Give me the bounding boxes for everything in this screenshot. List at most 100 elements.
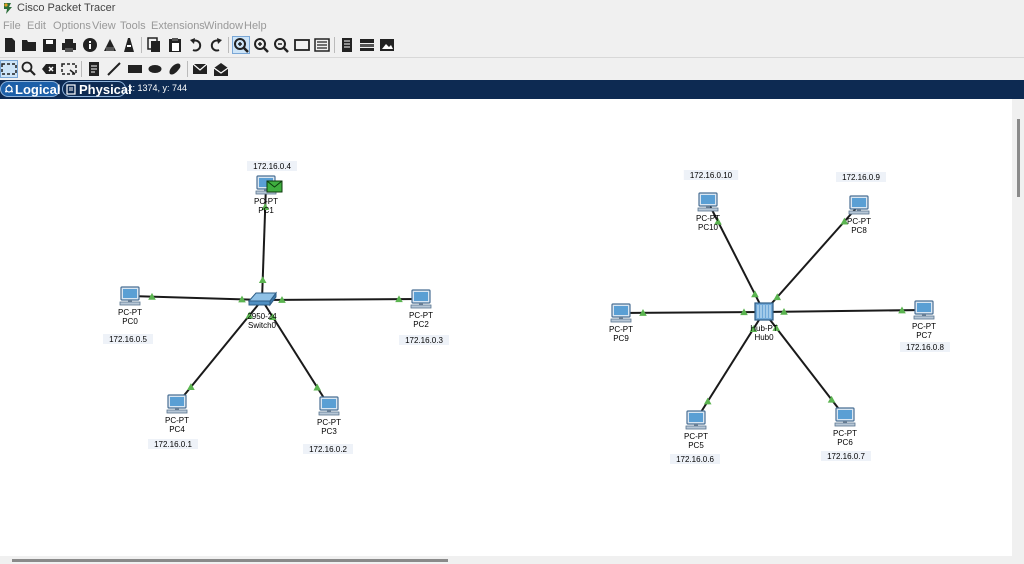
- menu-options[interactable]: Options: [53, 20, 91, 32]
- ip-address-label: 172.16.0.10: [690, 171, 733, 180]
- rectangle-icon[interactable]: [126, 60, 144, 78]
- link-status-up-icon: [751, 290, 759, 298]
- menu-view[interactable]: View: [92, 20, 116, 32]
- menu-help[interactable]: Help: [244, 20, 267, 32]
- horizontal-scrollbar[interactable]: [0, 556, 1012, 564]
- zoom-in-icon[interactable]: [232, 36, 250, 54]
- document-icon[interactable]: [338, 36, 356, 54]
- info-icon[interactable]: [81, 36, 99, 54]
- ip-address-label-bg: [683, 170, 739, 180]
- link-status-up-icon: [258, 276, 267, 284]
- freeform-icon[interactable]: [166, 60, 184, 78]
- menu-file[interactable]: File: [3, 20, 21, 32]
- activity-wizard-icon[interactable]: [101, 36, 119, 54]
- pc-icon: [848, 195, 870, 215]
- zoom-reset-icon[interactable]: [252, 36, 270, 54]
- open-folder-icon[interactable]: [20, 36, 38, 54]
- pdu-envelope-icon[interactable]: [266, 180, 283, 193]
- network-icon[interactable]: [120, 36, 138, 54]
- rectangle-view-icon[interactable]: [293, 36, 311, 54]
- ip-address-label: 172.16.0.2: [309, 445, 347, 454]
- new-file-icon[interactable]: [1, 36, 19, 54]
- link-status-up-icon: [772, 324, 781, 331]
- ip-address-label-bg: [399, 335, 449, 345]
- redo-icon[interactable]: [207, 36, 225, 54]
- ip-address-label-bg: [103, 334, 153, 344]
- device-type-label: Hub-PT: [750, 324, 778, 333]
- tab-logical[interactable]: Logical: [0, 81, 61, 97]
- device-type-label: PC-PT: [912, 322, 936, 331]
- inspect-icon[interactable]: [20, 60, 38, 78]
- zoom-out-icon[interactable]: [272, 36, 290, 54]
- select-icon[interactable]: [0, 60, 18, 78]
- device-type-label: PC-PT: [254, 197, 278, 206]
- complex-pdu-icon[interactable]: [212, 60, 230, 78]
- link-status-up-icon: [703, 397, 712, 405]
- print-icon[interactable]: [60, 36, 78, 54]
- horizontal-scrollbar-thumb[interactable]: [12, 559, 448, 562]
- note-icon[interactable]: [85, 60, 103, 78]
- ip-address-label-bg: [148, 439, 198, 449]
- link-pc7-hub0[interactable]: [763, 309, 925, 313]
- link-status-up-icon: [261, 203, 270, 211]
- ip-address-label: 172.16.0.6: [676, 455, 714, 464]
- device-type-label: PC-PT: [833, 429, 857, 438]
- tab-physical[interactable]: Physical: [62, 81, 132, 97]
- image-icon[interactable]: [378, 36, 396, 54]
- menu-window[interactable]: Window: [204, 20, 244, 32]
- device-name-label: PC2: [413, 320, 429, 329]
- menu-extensions[interactable]: Extensions: [151, 20, 205, 32]
- ip-address-label-bg: [303, 444, 353, 454]
- vertical-scrollbar-thumb[interactable]: [1017, 119, 1020, 197]
- copy-icon[interactable]: [145, 36, 163, 54]
- undo-icon[interactable]: [187, 36, 205, 54]
- custom-device-icon[interactable]: [313, 36, 331, 54]
- device-type-label: PC-PT: [317, 418, 341, 427]
- save-icon[interactable]: [40, 36, 58, 54]
- menu-tools[interactable]: Tools: [120, 20, 146, 32]
- link-status-up-icon: [313, 383, 322, 391]
- hub-icon: [754, 302, 774, 321]
- link-status-up-icon: [148, 292, 156, 300]
- device-name-label: PC7: [916, 331, 932, 340]
- link-status-up-icon: [714, 217, 722, 225]
- ip-address-label: 172.16.0.4: [253, 162, 291, 171]
- device-template-icon[interactable]: [358, 36, 376, 54]
- link-status-up-icon: [898, 306, 906, 314]
- line-icon[interactable]: [105, 60, 123, 78]
- topology-diagram: PC-PTPC1172.16.0.4PC-PTPC0172.16.0.5PC-P…: [103, 161, 950, 464]
- link-status-up-icon: [840, 217, 849, 225]
- paste-icon[interactable]: [166, 36, 184, 54]
- ellipse-icon[interactable]: [146, 60, 164, 78]
- resize-icon[interactable]: [60, 60, 78, 78]
- device-type-label: PC-PT: [409, 311, 433, 320]
- ip-address-label-bg: [247, 161, 297, 171]
- ip-address-label: 172.16.0.9: [842, 173, 880, 182]
- vertical-scrollbar[interactable]: [1012, 99, 1024, 556]
- link-status-up-icon: [187, 383, 195, 391]
- link-status-up-icon: [827, 395, 836, 403]
- simple-pdu-icon[interactable]: [191, 60, 209, 78]
- link-status-up-icon: [639, 309, 647, 316]
- cursor-coordinates: x: 1374, y: 744: [128, 83, 188, 93]
- delete-icon[interactable]: [40, 60, 58, 78]
- pc-icon: [834, 407, 856, 427]
- link-pc2-switch0[interactable]: [261, 298, 422, 301]
- title-bar: Cisco Packet Tracer: [0, 0, 1024, 18]
- menu-edit[interactable]: Edit: [27, 20, 46, 32]
- ip-address-label-bg: [900, 342, 950, 352]
